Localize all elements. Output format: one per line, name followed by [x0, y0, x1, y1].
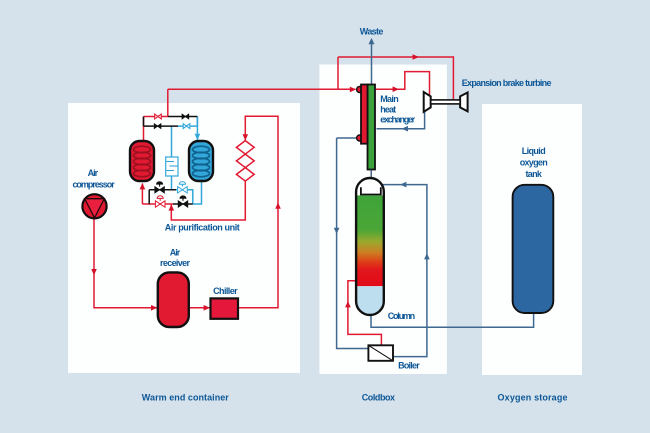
svg-text:exchanger: exchanger [380, 115, 415, 125]
svg-text:Coldbox: Coldbox [362, 392, 395, 402]
svg-text:Air purification unit: Air purification unit [165, 223, 240, 233]
svg-text:receiver: receiver [160, 258, 190, 268]
svg-text:Liquid: Liquid [522, 146, 546, 156]
svg-text:Air: Air [170, 248, 181, 258]
svg-text:Main: Main [380, 94, 399, 104]
svg-text:tank: tank [525, 169, 542, 179]
svg-text:heat: heat [380, 104, 396, 114]
svg-text:Oxygen storage: Oxygen storage [498, 392, 568, 402]
svg-text:Chiller: Chiller [213, 286, 238, 296]
svg-text:Expansion brake turbine: Expansion brake turbine [462, 78, 552, 88]
svg-text:Column: Column [388, 311, 415, 321]
svg-text:compressor: compressor [72, 180, 115, 190]
svg-text:oxygen: oxygen [520, 158, 548, 168]
svg-text:Boiler: Boiler [398, 360, 420, 370]
svg-text:Air: Air [88, 168, 99, 178]
svg-text:Waste: Waste [360, 27, 384, 37]
svg-text:Warm end container: Warm end container [142, 392, 229, 402]
